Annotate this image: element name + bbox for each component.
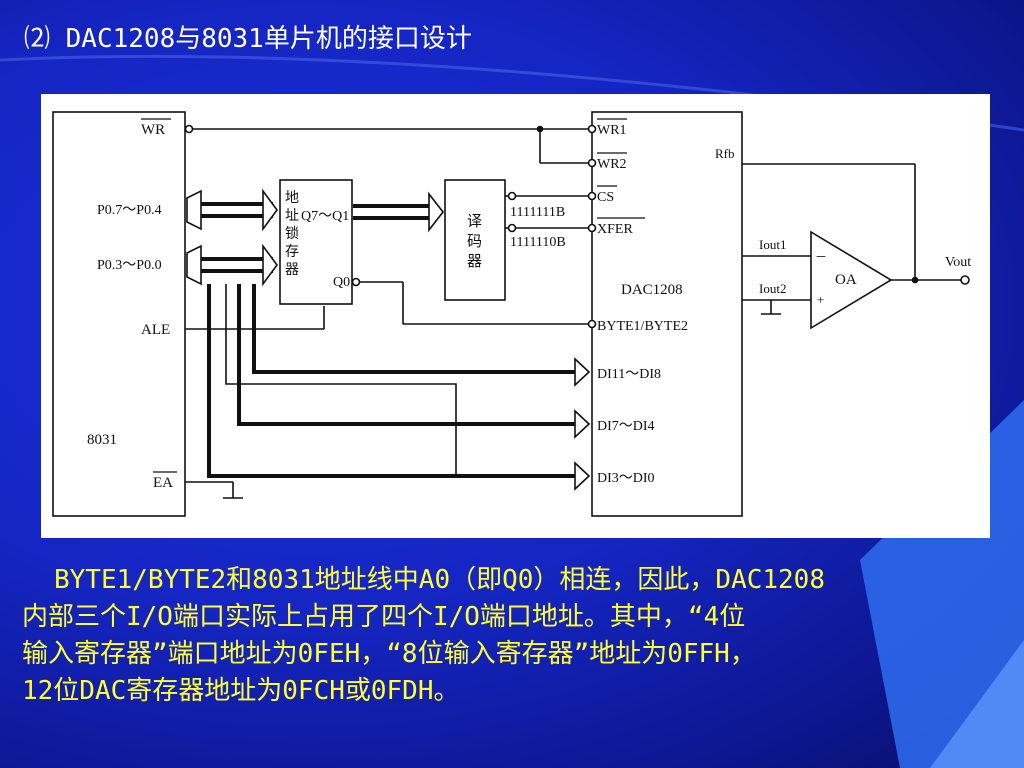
opamp-name-label: OA (835, 272, 857, 288)
mcu-name-label: 8031 (87, 432, 117, 448)
paragraph-line-4: 12位DAC寄存器地址为0FCH或0FDH。 (22, 676, 460, 706)
dac-name-label: DAC1208 (621, 282, 683, 298)
dac-byte-label: BYTE1/BYTE2 (597, 319, 688, 334)
decoder-out2-label: 1111110B (510, 235, 566, 250)
dac-iout2-label: Iout2 (759, 281, 786, 296)
mcu-8031-block (52, 111, 186, 517)
circuit-diagram: WR P0.7～P0.4 P0.3～P0.0 ALE 8031 EA 地 址 锁… (41, 94, 990, 538)
decoder-block (444, 179, 506, 301)
opamp-plus-label: + (817, 292, 824, 307)
paragraph-line-2: 内部三个I/O端口实际上占用了四个I/O端口地址。其中，“4位 (22, 602, 746, 632)
decoder-char-1: 译 (467, 213, 482, 230)
address-latch-block (279, 179, 353, 305)
decoder-char-3: 器 (467, 254, 482, 270)
dac-di-low-label: DI3～DI0 (597, 471, 655, 486)
latch-char-3: 锁 (285, 226, 299, 242)
decoder-out1-label: 1111111B (510, 205, 565, 220)
dac-wr1-label: WR1 (597, 123, 627, 138)
explanation-paragraph: BYTE1/BYTE2和8031地址线中A0（即Q0）相连，因此，DAC1208… (22, 562, 997, 710)
latch-char-2: 址 (285, 208, 299, 224)
latch-char-4: 存 (285, 244, 299, 260)
decoder-char-2: 码 (467, 233, 482, 250)
paragraph-line-1: BYTE1/BYTE2和8031地址线中A0（即Q0）相连，因此，DAC1208 (54, 565, 825, 595)
latch-q-range-label: Q7～Q1 (301, 209, 349, 224)
dac-wr2-label: WR2 (597, 157, 627, 172)
slide-title: ⑵ DAC1208与8031单片机的接口设计 (24, 24, 472, 54)
opamp-symbol (810, 230, 893, 330)
dac-cs-label: CS (597, 190, 614, 205)
dac-di-mid-label: DI7～DI4 (597, 419, 655, 434)
dac-xfer-label: XFER (597, 222, 633, 237)
circuit-schematic: WR P0.7～P0.4 P0.3～P0.0 ALE 8031 EA 地 址 锁… (52, 111, 971, 517)
dac-iout1-label: Iout1 (759, 237, 786, 252)
latch-q0-label: Q0 (333, 275, 350, 290)
mcu-p-low-label: P0.3～P0.0 (97, 258, 162, 273)
dac-di-high-label: DI11～DI8 (597, 367, 661, 382)
dac1208-block (591, 111, 743, 517)
mcu-wr-label: WR (141, 122, 165, 138)
latch-char-5: 器 (285, 263, 299, 278)
mcu-p-high-label: P0.7～P0.4 (97, 203, 162, 218)
opamp-minus-label: － (815, 250, 827, 264)
opamp-vout-label: Vout (945, 255, 971, 270)
mcu-ale-label: ALE (141, 322, 170, 338)
latch-char-1: 地 (285, 190, 299, 206)
paragraph-line-3: 输入寄存器”端口地址为0FEH，“8位输入寄存器”地址为0FFH， (22, 639, 756, 669)
dac-rfb-label: Rfb (715, 146, 735, 161)
mcu-ea-label: EA (153, 475, 173, 491)
